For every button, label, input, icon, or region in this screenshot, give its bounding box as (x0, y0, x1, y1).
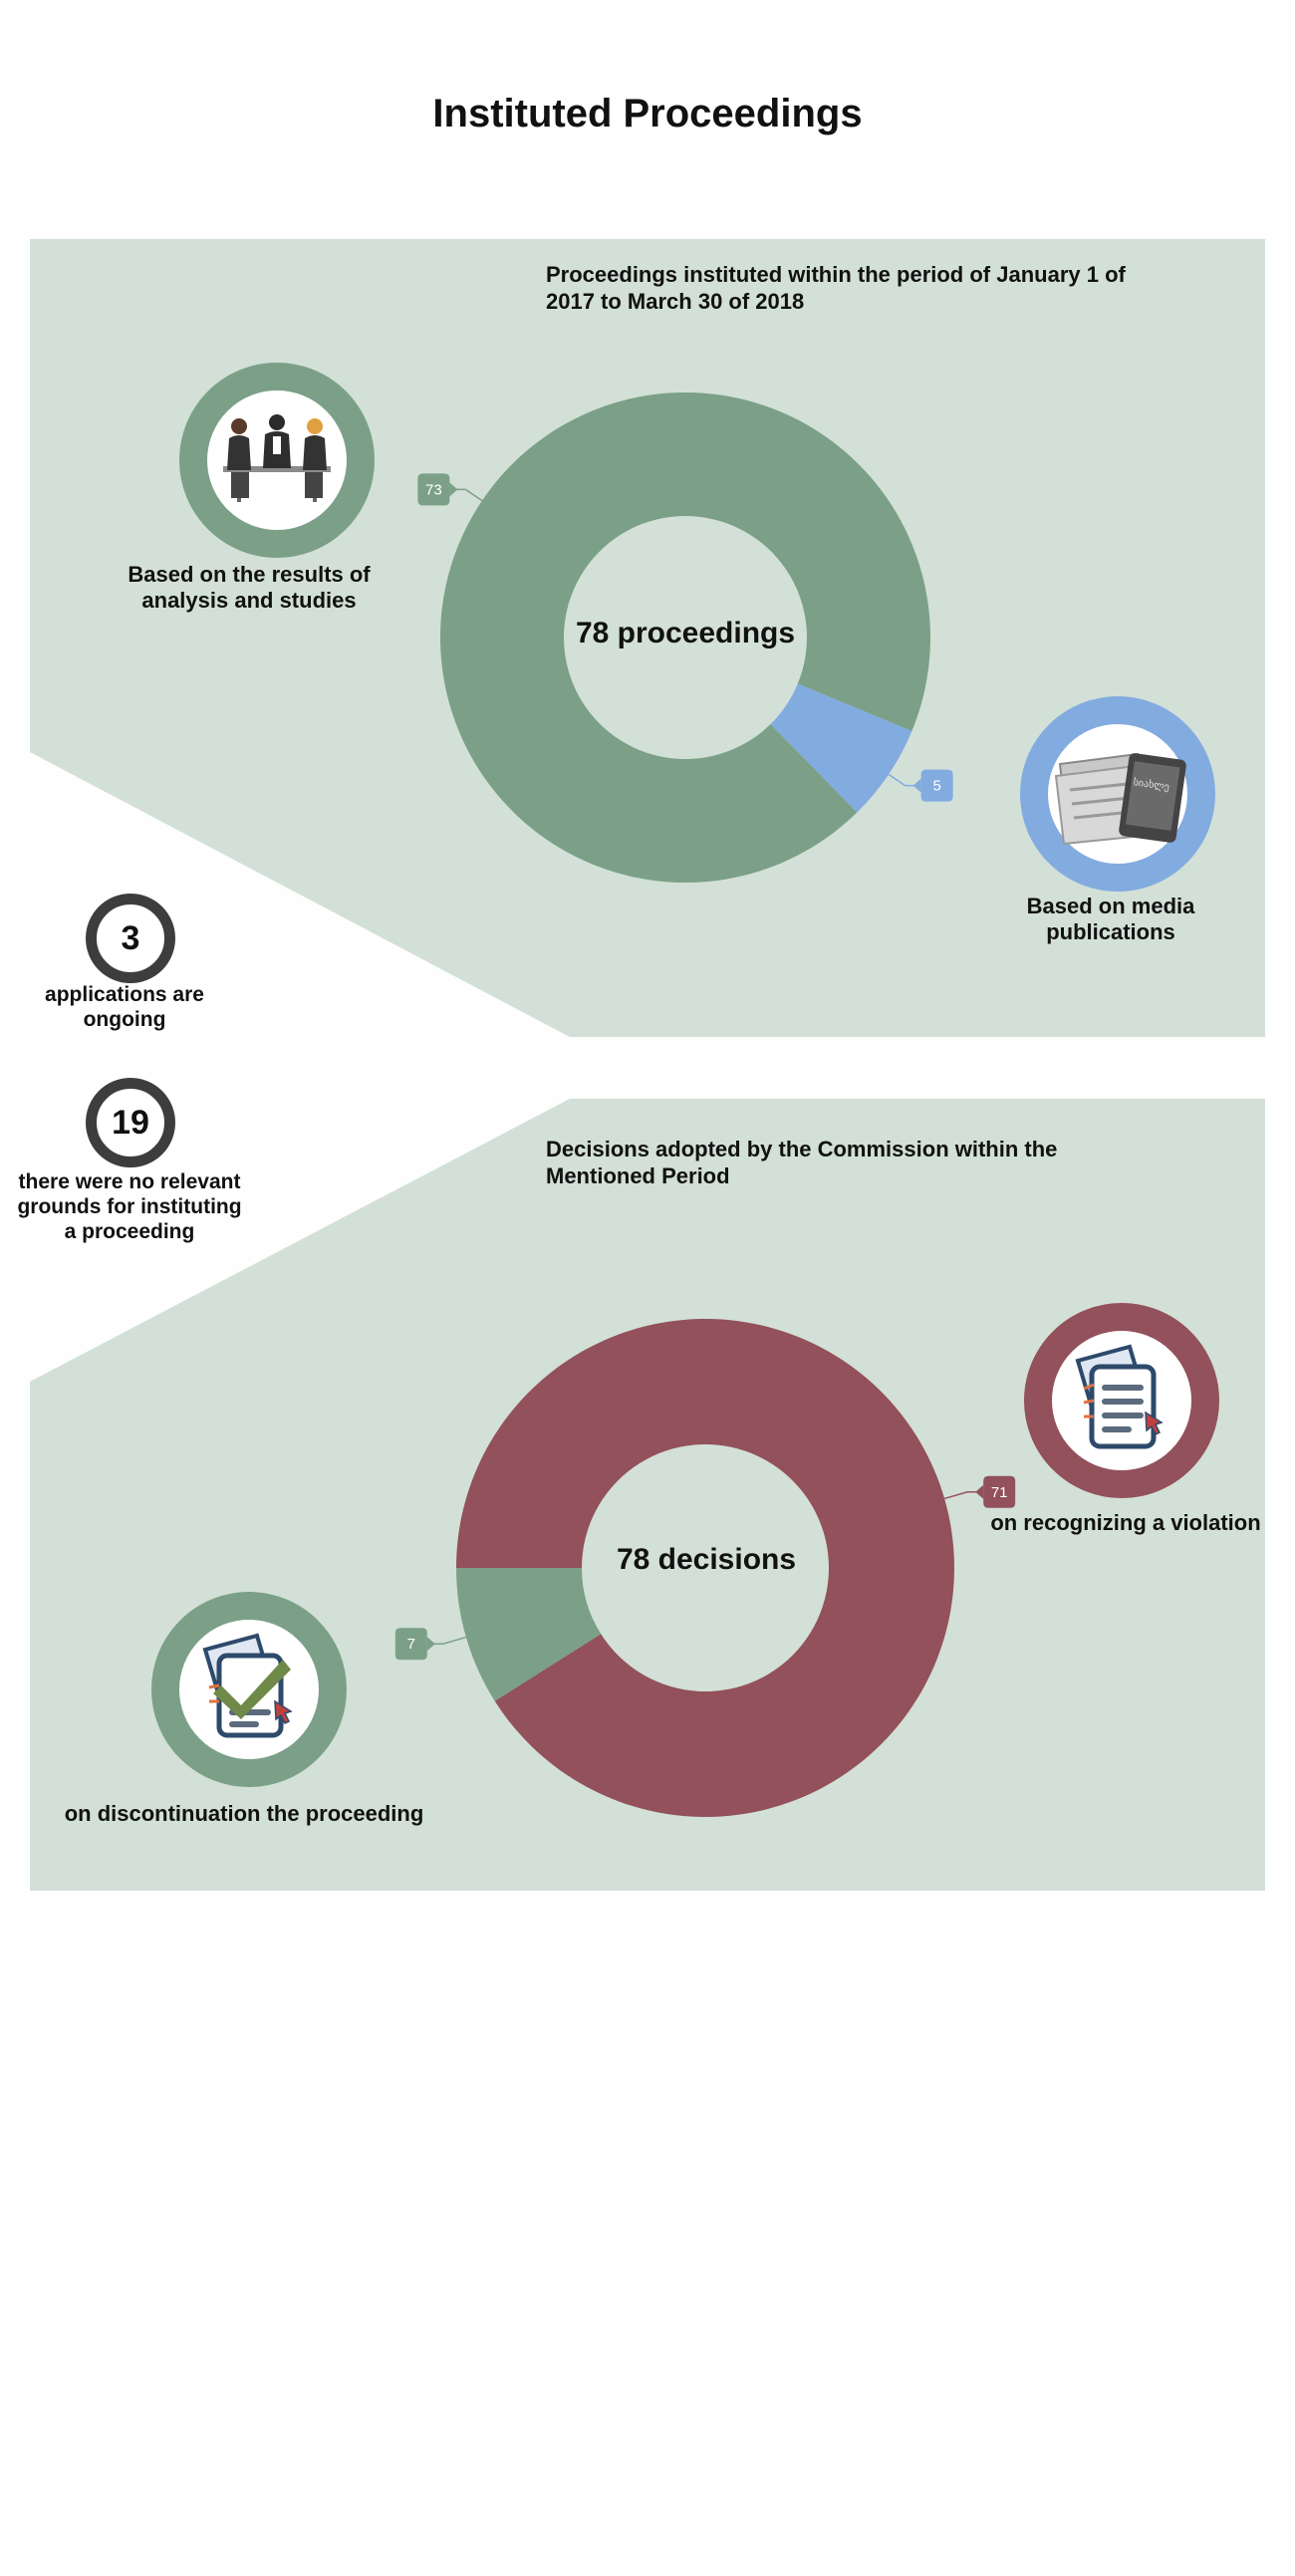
people-meeting-icon (179, 363, 375, 558)
decisions-badge-0 (983, 1475, 1016, 1508)
proceedings-callout-line-0 (455, 488, 483, 502)
document-violation-icon (1024, 1303, 1219, 1498)
proceedings-callout-line-1 (888, 773, 915, 787)
proceedings-badge-1 (920, 769, 953, 802)
decisions-center-label: 78 decisions (616, 1543, 797, 1576)
decisions-badge-pointer-1 (426, 1637, 435, 1652)
newspapers-tablet-icon: სიახლე (1020, 696, 1215, 892)
proceedings-badge-pointer-1 (912, 778, 921, 793)
proceedings-badge-pointer-0 (449, 482, 458, 497)
proceedings-value-label-0: 73 (425, 481, 442, 498)
decisions-callout-line-1 (432, 1636, 467, 1645)
decisions-heading: Decisions adopted by the Commission with… (546, 1137, 1058, 1188)
decisions-slice-0 (456, 1319, 954, 1818)
decisions-callout-line-0 (943, 1491, 978, 1500)
stat-no-grounds-value: 19 (86, 1078, 175, 1167)
label-discontinuation: on discontinuation the proceeding (64, 1801, 424, 1826)
label-recognizing-violation: on recognizing a violation (990, 1510, 1261, 1535)
decisions-badge-pointer-0 (975, 1484, 984, 1499)
decisions-value-label-1: 7 (407, 1636, 415, 1653)
proceedings-slice-0 (439, 392, 931, 883)
page-title: Instituted Proceedings (432, 92, 863, 135)
proceedings-heading: Proceedings instituted within the period… (546, 262, 1126, 314)
proceedings-slice-1 (770, 683, 912, 813)
label-media-publications: Based on media publications (1026, 894, 1195, 944)
decisions-slice-1 (456, 1568, 602, 1701)
stat-ongoing-label: applications are ongoing (45, 983, 204, 1031)
decisions-badge-1 (394, 1628, 427, 1661)
stat-no-grounds-label: there were no relevant grounds for insti… (17, 1170, 242, 1243)
proceedings-value-label-1: 5 (932, 778, 940, 795)
tablet-text: სიახლე (1133, 776, 1170, 793)
stat-ongoing-value: 3 (86, 894, 175, 983)
document-checkmark-icon (151, 1592, 347, 1787)
proceedings-badge-0 (417, 473, 450, 506)
proceedings-center-label: 78 proceedings (575, 617, 796, 649)
decisions-value-label-0: 71 (991, 1484, 1008, 1501)
label-analysis-studies: Based on the results of analysis and stu… (128, 562, 371, 613)
